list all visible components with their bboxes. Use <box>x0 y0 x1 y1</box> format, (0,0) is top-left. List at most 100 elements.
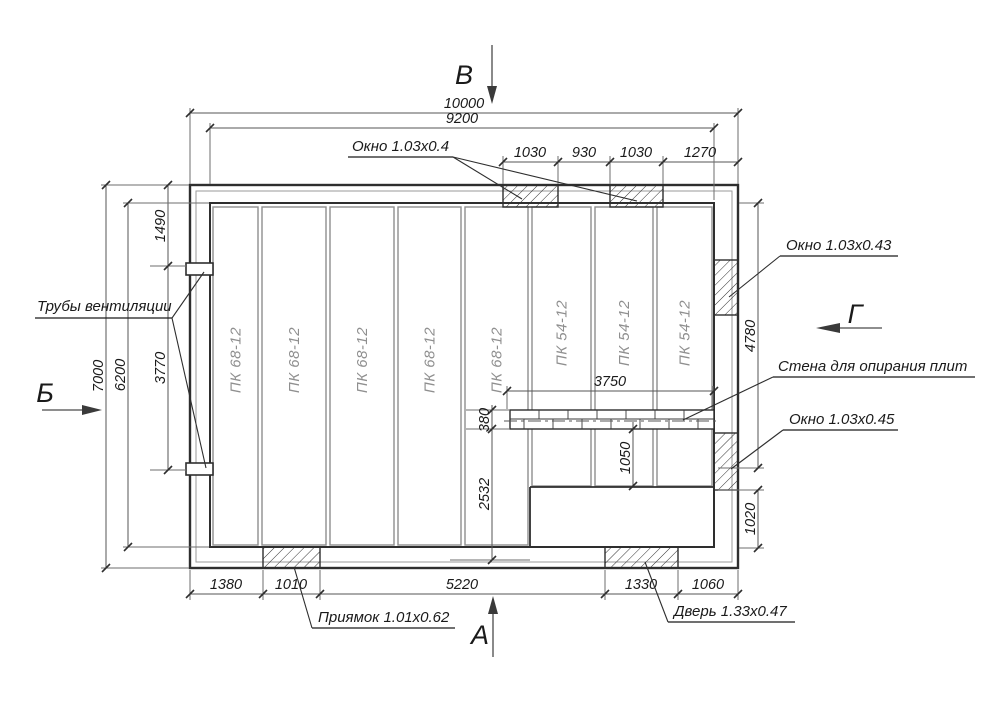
dimension-tick <box>315 589 325 599</box>
leader-vent-pipes <box>171 271 207 469</box>
dim-bottom-seg-2: 1010 <box>275 577 307 593</box>
section-arrow-bottom-head <box>488 596 498 614</box>
dimension-tick <box>101 563 111 573</box>
vent-pipe-top <box>185 262 214 276</box>
dimension-tick <box>163 261 173 271</box>
leader-bearing-wall <box>682 376 774 421</box>
dim-bottom-seg-1: 1380 <box>210 577 242 593</box>
dimension-tick <box>163 465 173 475</box>
section-arrow-left-head <box>82 405 102 415</box>
label-door: Дверь 1.33x0.47 <box>672 603 787 620</box>
dim-left-top: 1490 <box>153 210 169 242</box>
section-marker-bottom: А <box>469 620 489 650</box>
dimension-tick <box>123 198 133 208</box>
dim-bearing-wall-length: 3750 <box>594 374 626 390</box>
openings <box>262 184 739 569</box>
slab-outline-pk68-5 <box>464 206 529 546</box>
dim-bottom-seg-3: 5220 <box>446 577 478 593</box>
window-top-right-hatch <box>609 184 664 208</box>
dimension-tick <box>101 180 111 190</box>
slab-outline-pk68-3 <box>329 206 395 546</box>
dimension-tick <box>753 485 763 495</box>
dimension-tick <box>753 463 763 473</box>
section-marker-top: В <box>455 60 473 90</box>
dim-right-upper: 4780 <box>743 320 759 352</box>
slab-outline-pk68-4 <box>397 206 462 546</box>
window-right-upper-hatch <box>713 259 739 316</box>
ventilation-pipes <box>185 262 214 476</box>
dimension-tick <box>600 589 610 599</box>
window-right-lower-hatch <box>713 432 739 491</box>
dimension-tick <box>185 589 195 599</box>
bearing-wall-outline <box>509 409 715 430</box>
section-markers: В А Б Г <box>36 45 882 657</box>
dimension-tick <box>123 542 133 552</box>
dim-inner-height: 6200 <box>113 359 129 391</box>
slab-label-pk68-4: ПК 68-12 <box>422 327 439 393</box>
dim-top-seg-3: 1030 <box>620 145 652 161</box>
dimension-tick <box>753 198 763 208</box>
leader-window-top-2 <box>452 156 638 202</box>
label-bearing-wall: Стена для опирания плит <box>778 358 967 375</box>
dimension-tick <box>553 157 563 167</box>
section-marker-right: Г <box>848 299 865 329</box>
dimension-lines <box>101 108 764 600</box>
dim-lower-area-height: 2532 <box>477 478 493 511</box>
slab-label-pk54-2: ПК 54-12 <box>616 300 633 366</box>
leader-window-right-upper <box>728 255 781 298</box>
dimension-tick <box>487 555 497 565</box>
dimension-tick <box>709 123 719 133</box>
dim-below-wall: 1050 <box>618 442 634 474</box>
door-hatch <box>604 546 679 569</box>
walls <box>188 183 740 570</box>
slab-label-pk68-3: ПК 68-12 <box>354 327 371 393</box>
leader-pit <box>293 566 313 629</box>
dimension-tick <box>258 589 268 599</box>
slab-label-pk54-1: ПК 54-12 <box>554 300 571 366</box>
slab-label-pk54-3: ПК 54-12 <box>677 300 694 366</box>
dim-top-seg-4: 1270 <box>684 145 716 161</box>
dim-right-lower: 1020 <box>743 503 759 535</box>
dim-overall-width: 10000 <box>444 96 484 112</box>
leader-door <box>644 561 669 623</box>
slab-outline-pk68-1 <box>212 206 259 546</box>
dimension-tick <box>163 180 173 190</box>
dimension-texts: 10000 9200 1030 930 1030 1270 1380 1010 … <box>91 96 759 593</box>
dim-inner-width: 9200 <box>446 111 478 127</box>
leader-window-top-1 <box>452 156 523 200</box>
slab-outline-pk54-1 <box>531 206 592 487</box>
dim-left-mid: 3770 <box>153 352 169 384</box>
window-top-left-hatch <box>502 184 559 208</box>
vent-pipe-bottom <box>185 462 214 476</box>
label-vent-pipes: Трубы вентиляции <box>37 298 172 315</box>
label-window-top: Окно 1.03x0.4 <box>352 138 449 155</box>
outer-wall <box>188 183 740 570</box>
label-window-right-lower: Окно 1.03x0.45 <box>789 411 895 428</box>
dimension-tick <box>658 157 668 167</box>
dimension-tick <box>487 405 497 415</box>
label-window-right-upper: Окно 1.03x0.43 <box>786 237 892 254</box>
label-pit: Приямок 1.01x0.62 <box>318 609 450 626</box>
leader-window-right-lower <box>730 429 784 470</box>
annotations: Окно 1.03x0.4 Трубы вентиляции Окно 1.03… <box>35 138 975 629</box>
dim-bottom-seg-5: 1060 <box>692 577 724 593</box>
slab-outline-pk54-3 <box>656 206 713 487</box>
dimension-tick <box>733 157 743 167</box>
dimension-tick <box>673 589 683 599</box>
dimension-tick <box>733 108 743 118</box>
pit-hatch <box>262 546 321 569</box>
dimension-tick <box>628 424 638 434</box>
wall-inset-line <box>195 190 733 563</box>
section-arrow-right-head <box>816 323 840 333</box>
dimension-tick <box>628 481 638 491</box>
dimension-tick <box>487 424 497 434</box>
dimension-tick <box>709 386 719 396</box>
dim-top-seg-2: 930 <box>572 145 596 161</box>
slab-label-pk68-2: ПК 68-12 <box>286 327 303 393</box>
dimension-tick <box>185 108 195 118</box>
section-marker-left: Б <box>36 378 54 408</box>
bearing-wall <box>504 409 720 430</box>
